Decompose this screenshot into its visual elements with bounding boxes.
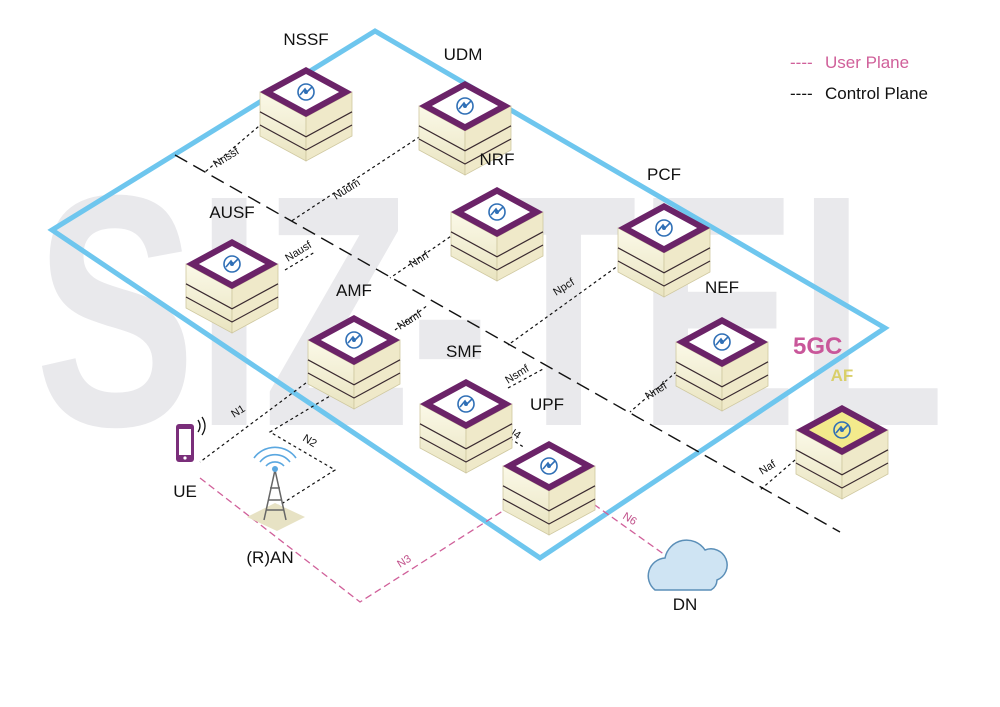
af-label: AF [831, 366, 854, 385]
af-node [795, 405, 889, 500]
amf-icon [345, 331, 363, 349]
pcf-node [617, 203, 711, 298]
5gc-boundary [47, 28, 890, 562]
pcf-label: PCF [647, 165, 681, 184]
smf-icon [457, 395, 475, 413]
af-icon [833, 421, 851, 439]
service-bus-line [174, 154, 841, 533]
legend-control-plane-swatch: ---- [790, 84, 813, 103]
dn-cloud-icon [647, 539, 728, 591]
nrf-node [450, 187, 544, 282]
5gc-label: 5GC [793, 333, 842, 360]
udm-node [418, 81, 512, 176]
upf-icon [540, 457, 558, 475]
legend: ---- User Plane ---- Control Plane [790, 53, 928, 103]
nef-icon [713, 333, 731, 351]
label-n3: N3 [395, 553, 413, 571]
nrf-icon [488, 203, 506, 221]
ue-label: UE [173, 482, 197, 501]
amf-node [307, 315, 401, 410]
upf-label: UPF [530, 395, 564, 414]
smf-node [419, 379, 513, 474]
ue-device [176, 416, 206, 462]
upf-node [502, 441, 596, 536]
smf-label: SMF [446, 342, 482, 361]
amf-label: AMF [336, 281, 372, 300]
ran-base [247, 503, 305, 531]
dn-label: DN [673, 595, 698, 614]
legend-user-plane-label: User Plane [825, 53, 909, 72]
user-plane-links [199, 477, 673, 603]
nssf-icon [297, 83, 315, 101]
nef-node [675, 317, 769, 412]
ran-label: (R)AN [246, 548, 293, 567]
ausf-icon [223, 255, 241, 273]
udm-icon [456, 97, 474, 115]
legend-control-plane-label: Control Plane [825, 84, 928, 103]
radio-waves-icon [253, 446, 297, 467]
pcf-icon [655, 219, 673, 237]
signal-icon [197, 416, 206, 436]
legend-user-plane-swatch: ---- [790, 53, 813, 72]
nef-label: NEF [705, 278, 739, 297]
ran-tower [247, 446, 305, 531]
udm-label: UDM [444, 45, 483, 64]
nssf-node [259, 67, 353, 162]
nrf-label: NRF [480, 150, 515, 169]
ausf-node [185, 239, 279, 334]
ausf-label: AUSF [209, 203, 254, 222]
tower-icon [263, 469, 287, 521]
nssf-label: NSSF [283, 30, 328, 49]
